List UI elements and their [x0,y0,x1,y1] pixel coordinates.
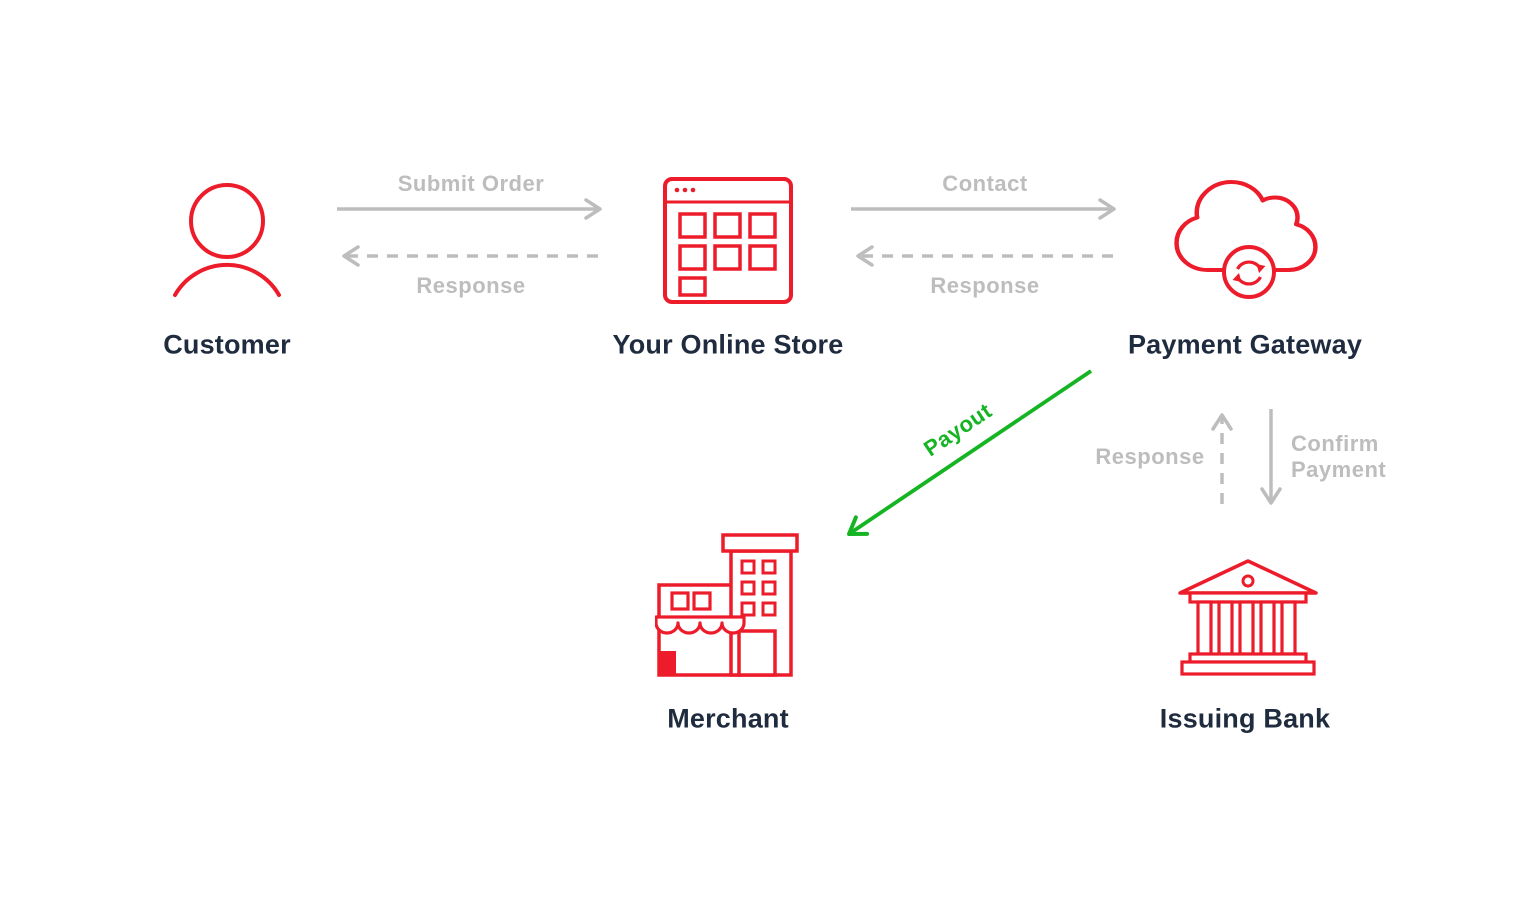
person-icon-graphic [173,183,281,297]
bank-icon-graphic [1178,559,1318,676]
shop-building-icon-graphic [655,533,799,677]
gateway-response-label: Response [930,273,1040,298]
merchant-label: Merchant [667,703,789,734]
online-store-label: Your Online Store [612,329,844,360]
confirm-payment-label: Confirm Payment [1291,431,1387,483]
payment-gateway-label: Payment Gateway [1127,329,1363,360]
contact-label: Contact [942,171,1028,196]
bank-icon [1178,558,1318,678]
browser-storefront-icon-graphic [663,177,793,304]
cloud-sync-icon-graphic [1174,180,1318,299]
bank-response-label: Response [1095,444,1205,469]
cloud-sync-icon [1172,178,1322,300]
payout-arrow [847,369,1093,536]
customer-label: Customer [163,329,291,360]
shop-building-icon [655,533,803,678]
person-icon [167,181,287,299]
submit-order-label: Submit Order [397,171,545,196]
issuing-bank-label: Issuing Bank [1159,703,1331,734]
store-response-label: Response [416,273,526,298]
browser-storefront-icon [663,177,793,304]
